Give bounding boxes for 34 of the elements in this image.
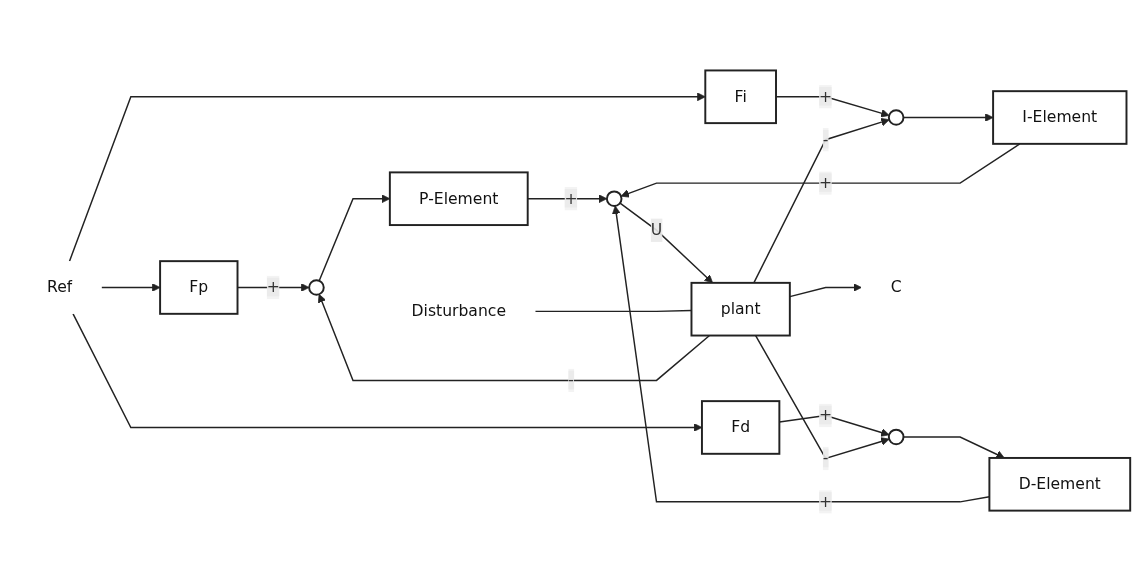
edge-label: - bbox=[568, 370, 574, 390]
edge-label: + bbox=[819, 405, 833, 425]
edge-label: U bbox=[650, 220, 663, 239]
arrow bbox=[902, 113, 994, 122]
node-box: I-Element bbox=[992, 90, 1128, 145]
arrow bbox=[754, 334, 890, 460]
arrow bbox=[68, 92, 706, 262]
node-box: Fp bbox=[159, 260, 239, 315]
node-box: Fi bbox=[704, 69, 777, 125]
arrow bbox=[789, 283, 862, 298]
edge-label: + bbox=[819, 87, 833, 106]
arrow bbox=[100, 283, 161, 292]
arrow bbox=[619, 202, 713, 284]
edge-label: + bbox=[266, 277, 280, 297]
node-text: C bbox=[890, 277, 902, 297]
edge-label: + bbox=[819, 173, 833, 192]
edge-label: + bbox=[819, 492, 833, 511]
node-box: P-Element bbox=[388, 171, 529, 227]
node-circle bbox=[887, 428, 905, 446]
node-box: D-Element bbox=[988, 456, 1132, 512]
node-circle bbox=[605, 190, 623, 207]
edge-label: - bbox=[822, 448, 829, 468]
edge-label: - bbox=[822, 129, 829, 149]
edge-label: + bbox=[564, 188, 578, 208]
node-box: Fd bbox=[700, 400, 781, 455]
node-text: Disturbance bbox=[411, 301, 507, 321]
arrow bbox=[753, 117, 890, 284]
node-text: Ref bbox=[47, 277, 73, 297]
arrow bbox=[620, 143, 1021, 198]
arrow bbox=[902, 436, 1005, 459]
arrow bbox=[317, 293, 711, 382]
node-box: plant bbox=[690, 281, 791, 337]
node-circle bbox=[308, 279, 325, 296]
node-circle bbox=[887, 109, 905, 126]
